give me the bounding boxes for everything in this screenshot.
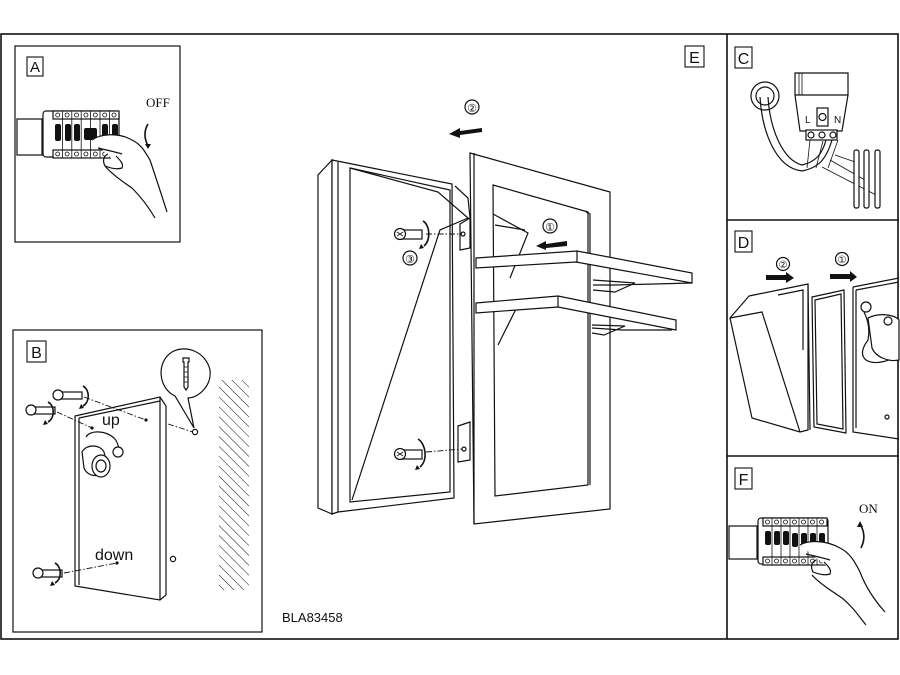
lamp-shade-icon	[729, 283, 811, 433]
frame-icon	[469, 152, 611, 525]
panel-c-label-box	[734, 46, 753, 69]
glass-panel-icon	[811, 289, 847, 434]
panel-d-step-2: ②	[779, 260, 788, 271]
screw-icon	[393, 438, 426, 470]
wire-icon	[853, 149, 881, 209]
panel-d-label: D	[738, 235, 750, 252]
label-up: up	[102, 412, 120, 429]
panel-a-label: A	[30, 59, 40, 76]
label-down: down	[95, 547, 133, 564]
panel-b-label-box	[26, 340, 47, 363]
screw-icon	[52, 385, 90, 409]
wall-hatch	[219, 380, 249, 590]
panel-e-step-2: ②	[467, 103, 477, 115]
rotate-arrow-icon	[144, 123, 151, 149]
panel-d-label-box	[734, 230, 753, 253]
mounting-box	[74, 396, 167, 601]
panel-d: D ② ①	[729, 230, 900, 440]
panel-b-border	[12, 329, 263, 633]
panel-e-label-box	[684, 45, 705, 68]
panel-e-label: E	[689, 50, 700, 67]
panel-c-label: C	[738, 51, 750, 68]
wall-plug-icon	[160, 348, 211, 429]
screw-icon	[25, 401, 56, 425]
arrow-right-icon	[766, 272, 794, 283]
lamp-holder-icon	[794, 72, 849, 141]
cable-gland-icon	[750, 81, 780, 111]
panel-f-caption-on: ON	[859, 501, 878, 516]
arrow-left-icon	[536, 241, 567, 250]
hand-icon	[799, 541, 886, 626]
glass-panel-icon	[475, 250, 693, 336]
panel-a-label-box	[26, 56, 44, 77]
panel-b: B up down	[12, 329, 263, 633]
rotate-arrow-icon	[857, 521, 865, 549]
back-plate-icon	[852, 277, 900, 440]
panel-f: F ON	[728, 467, 886, 626]
terminal-label-n: N	[834, 115, 841, 126]
model-code: BLA83458	[282, 610, 343, 625]
panel-e-step-3: ③	[405, 254, 415, 266]
panel-f-label-box	[734, 467, 753, 490]
panel-e: E ②	[282, 45, 705, 625]
lamp-shade-icon	[317, 158, 471, 515]
panel-d-step-1: ①	[838, 255, 847, 266]
screw-icon	[393, 220, 430, 249]
panel-a-border	[14, 45, 181, 243]
screw-icon	[32, 562, 63, 586]
panel-c: C L N	[734, 46, 881, 209]
panel-a: A OFF	[14, 45, 181, 243]
panel-b-label: B	[31, 345, 42, 362]
arrow-right-icon	[830, 271, 857, 282]
arrow-left-icon	[449, 128, 482, 138]
panel-a-caption-off: OFF	[146, 95, 170, 110]
panel-f-label: F	[739, 472, 749, 489]
hand-icon	[91, 134, 168, 219]
lamp-socket-icon	[81, 431, 124, 478]
terminal-label-l: L	[805, 115, 811, 126]
panel-e-step-1: ①	[545, 222, 555, 234]
